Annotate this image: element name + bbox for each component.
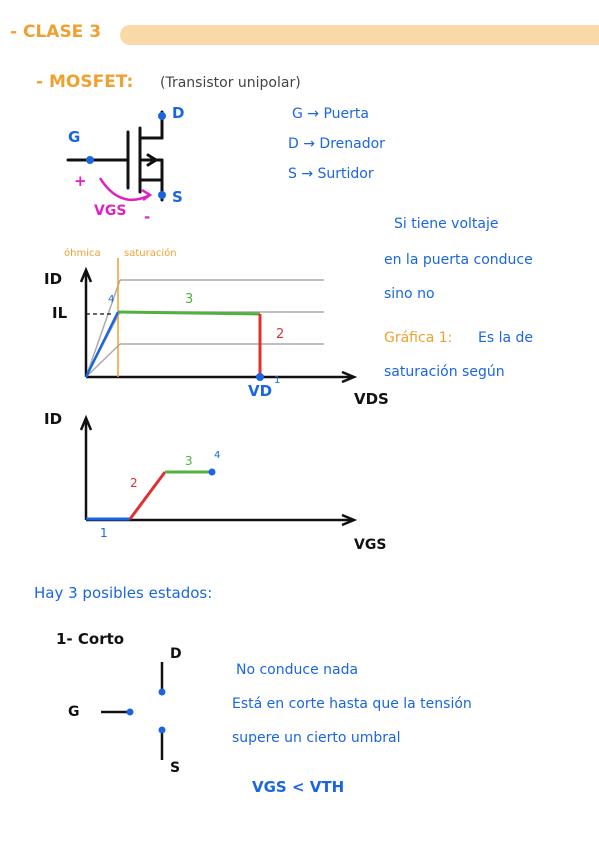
graph1-curves [85, 279, 324, 378]
graph2-seg-2: 2 [130, 476, 138, 490]
graph2-seg-1: 1 [100, 526, 108, 540]
drain-dot [158, 112, 166, 120]
grafica-label: Gráfica 1: [384, 330, 453, 346]
graph1-seg-saturation [117, 310, 261, 316]
graph2-axes [79, 414, 358, 527]
label-g: G [68, 128, 81, 146]
estados-heading: Hay 3 posibles estados: [34, 584, 213, 602]
corto-label-s: S [170, 760, 181, 776]
vgs-arrow [98, 177, 151, 202]
legend-gate: G → Puerta [292, 106, 369, 122]
label-d: D [172, 104, 185, 122]
page-title: - CLASE 3 [10, 22, 102, 42]
graph1-seg-3: 3 [185, 292, 194, 307]
mosfet-subtitle: (Transistor unipolar) [160, 75, 301, 91]
graph2-x-label: VGS [354, 537, 387, 553]
label-vgs: VGS [94, 203, 127, 219]
graph1-seg-2: 2 [276, 327, 285, 342]
corto-line-1: No conduce nada [236, 662, 359, 678]
note-line-2: en la puerta conduce [384, 252, 533, 268]
note-line-1: Si tiene voltaje [394, 216, 499, 232]
graph2-seg-3: 3 [185, 454, 193, 468]
graph1-seg-1: 1 [274, 375, 281, 386]
vd-dot [256, 373, 264, 381]
grafica-text: Es la de [478, 330, 534, 346]
corto-label-d: D [170, 646, 182, 662]
graph1-y-label: ID [44, 270, 63, 288]
gate-dot [86, 156, 94, 164]
graph1-seg-ohmic [84, 311, 120, 378]
graph1-x-label: VDS [354, 390, 389, 408]
graph2-end-dot [208, 468, 216, 476]
label-s: S [172, 188, 183, 206]
corto-label-g: G [68, 704, 80, 720]
label-ohmica: óhmica [64, 248, 101, 259]
graph1-seg-4: 4 [108, 294, 115, 305]
corto-condition: VGS < VTH [252, 778, 345, 796]
graph2-seg-4: 4 [214, 450, 221, 461]
legend-drain: D → Drenador [288, 136, 385, 152]
grafica-line-2: saturación según [384, 364, 505, 380]
graph1-il-label: IL [52, 304, 68, 322]
title-highlight-bar [120, 25, 599, 45]
graph1-vd-label: VD [248, 382, 273, 400]
note-line-3: sino no [384, 286, 435, 302]
label-minus: - [144, 208, 151, 226]
legend-source: S → Surtidor [288, 166, 374, 182]
graph1-axes [79, 266, 358, 384]
corto-line-3: supere un cierto umbral [232, 730, 401, 746]
label-saturacion: saturación [124, 248, 177, 259]
label-plus: + [74, 172, 87, 190]
estado-1-title: 1- Corto [56, 630, 125, 648]
graph2-seg-rise [128, 471, 167, 520]
mosfet-symbol [66, 110, 164, 202]
source-dot [158, 191, 166, 199]
mosfet-heading: - MOSFET: [36, 72, 134, 92]
graph2-y-label: ID [44, 410, 63, 428]
corto-line-2: Está en corte hasta que la tensión [232, 696, 472, 712]
